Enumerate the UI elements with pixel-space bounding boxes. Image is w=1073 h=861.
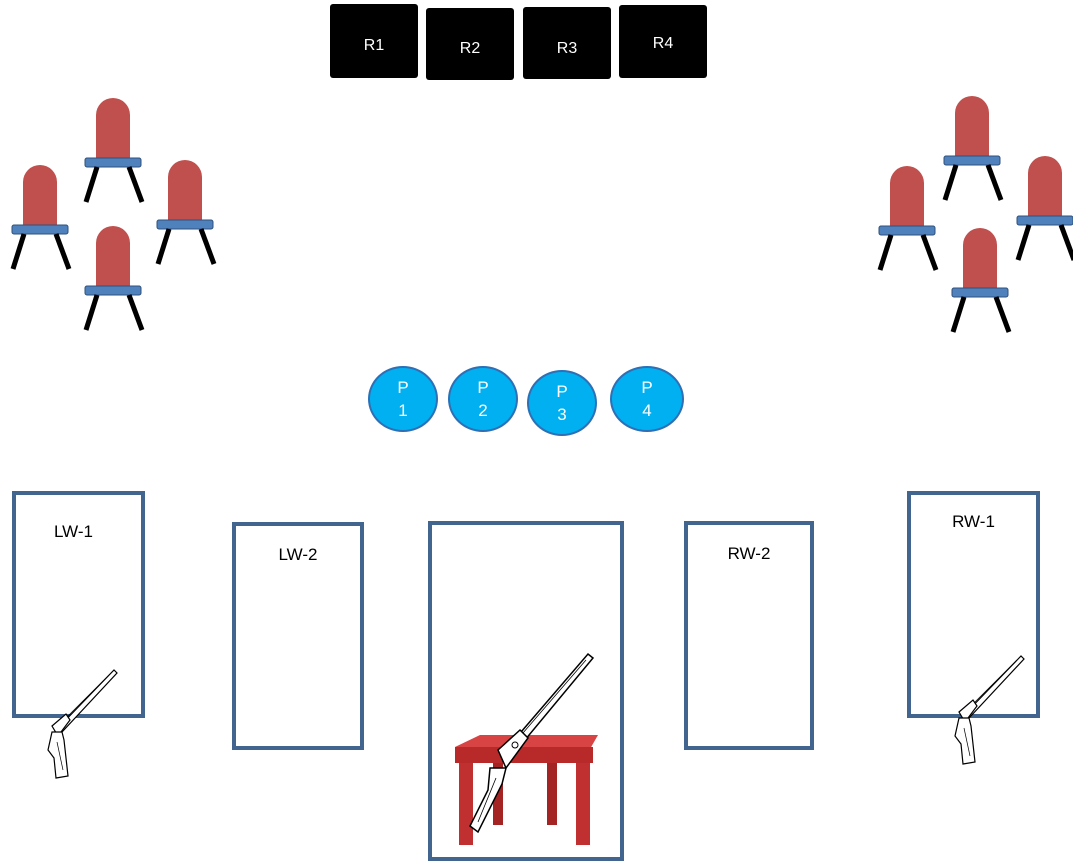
pod-letter: P	[641, 378, 653, 397]
station-label: LW-1	[53, 522, 94, 541]
rifle-icon	[47, 669, 118, 779]
rifle-icon	[954, 655, 1025, 765]
pod-number: 3	[557, 405, 567, 424]
pod-number: 1	[398, 401, 408, 420]
station-label: LW-2	[278, 545, 318, 564]
room-box-r1: R1	[330, 4, 418, 78]
room-box-r3: R3	[523, 7, 611, 79]
station-label: RW-2	[727, 544, 771, 563]
pod-letter: P	[477, 378, 489, 397]
room-label: R1	[363, 37, 385, 54]
station-lw-2: LW-2	[232, 522, 364, 750]
table-icon	[455, 735, 598, 845]
station-rw-2: RW-2	[684, 521, 814, 750]
station-label: RW-1	[952, 512, 995, 531]
pod-number: 2	[478, 401, 488, 420]
pod-number: 4	[642, 401, 652, 420]
pod-letter: P	[556, 382, 568, 401]
pod-letter: P	[397, 378, 409, 397]
room-label: R3	[556, 40, 578, 57]
rifle-icon	[469, 652, 595, 834]
room-label: R2	[459, 40, 481, 57]
station-rw-1: RW-1	[907, 491, 1040, 718]
room-box-r4: R4	[619, 5, 707, 78]
station-lw-1: LW-1	[12, 491, 145, 718]
room-label: R4	[652, 35, 674, 52]
room-box-r2: R2	[426, 8, 514, 80]
